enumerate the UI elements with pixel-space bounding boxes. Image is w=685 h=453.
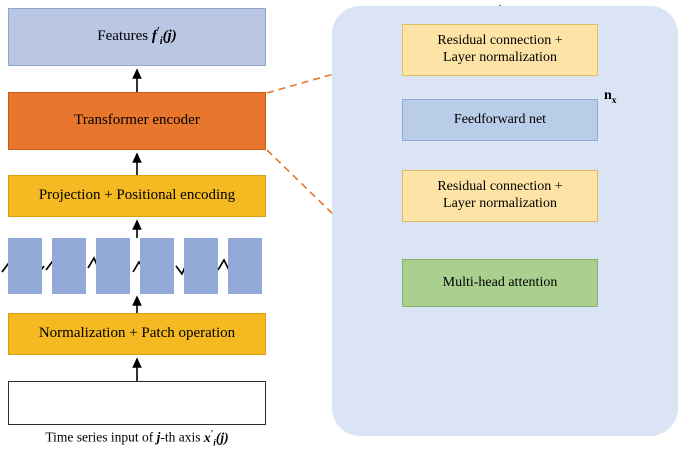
projection-positional-encoding-box[interactable]: Projection + Positional encoding	[8, 175, 266, 217]
normalization-label: Normalization + Patch operation	[38, 325, 236, 342]
patch-strip	[52, 238, 86, 294]
patch-strip	[140, 238, 174, 294]
multi-head-attention-box[interactable]: Multi-head attention	[402, 259, 598, 307]
time-series-input-box	[8, 381, 266, 425]
feedforward-label: Feedforward net	[453, 111, 547, 127]
transformer-encoder-label: Transformer encoder	[74, 112, 200, 129]
residual-top-text: Residual connection + Layer normalizatio…	[437, 33, 562, 66]
patch-strip	[96, 238, 130, 294]
residual-bottom-line2: Layer normalization	[443, 196, 557, 211]
normalization-patch-operation-box[interactable]: Normalization + Patch operation	[8, 313, 266, 355]
patch-strip	[184, 238, 218, 294]
patch-strip	[228, 238, 262, 294]
patch-strip	[8, 238, 42, 294]
time-series-caption: Time series input of j-th axis x′i(j)	[45, 428, 229, 448]
residual-layernorm-bottom-box[interactable]: Residual connection + Layer normalizatio…	[402, 170, 598, 222]
features-symbol: f′i(j)	[151, 25, 177, 47]
features-output-box[interactable]: Features f′i(j)	[8, 8, 266, 66]
caption-symbol: x′i(j)	[203, 428, 229, 448]
feedforward-net-box[interactable]: Feedforward net	[402, 99, 598, 141]
multi-head-attention-label: Multi-head attention	[442, 274, 558, 290]
residual-bottom-line1: Residual connection +	[437, 179, 563, 195]
repeat-count-label: nx	[604, 88, 617, 106]
residual-top-line2: Layer normalization	[443, 50, 557, 65]
caption-axis-index: j	[156, 429, 161, 445]
transformer-encoder-box[interactable]: Transformer encoder	[8, 92, 266, 150]
residual-top-line1: Residual connection +	[437, 33, 563, 49]
residual-bottom-text: Residual connection + Layer normalizatio…	[437, 179, 562, 212]
features-box-label: Features f′i(j)	[97, 25, 177, 47]
projection-label: Projection + Positional encoding	[38, 187, 236, 204]
residual-layernorm-top-box[interactable]: Residual connection + Layer normalizatio…	[402, 24, 598, 76]
